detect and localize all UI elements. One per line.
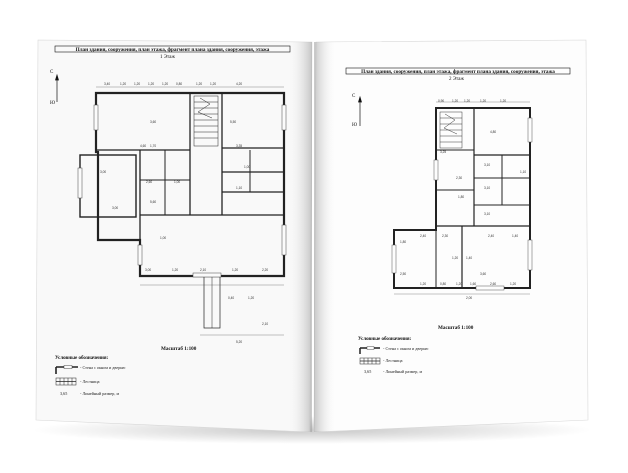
dimension-label: 2,10 xyxy=(262,322,269,326)
left-compass-arrow-icon xyxy=(55,73,59,102)
dimension-label: 2,30 xyxy=(456,176,463,180)
right-compass-south: Ю xyxy=(352,123,358,128)
floor-2-plan xyxy=(391,101,533,295)
dimension-label: 3,10 xyxy=(484,212,491,216)
left-compass-south: Ю xyxy=(50,101,56,106)
dimension-label: 1,20 xyxy=(420,282,427,286)
dimension-label: 2,40 xyxy=(488,234,495,238)
dimension-label: 0,90 xyxy=(438,99,445,103)
dimension-label: 1,20 xyxy=(510,282,517,286)
dimension-label: 1,80 xyxy=(458,195,465,199)
floor-1-plan xyxy=(77,86,287,336)
left-legend-wall-text: - Стена с окном и дверью xyxy=(80,365,126,370)
dimension-label: 3,60 xyxy=(150,120,157,124)
dimension-label: 0,80 xyxy=(176,82,183,86)
dimension-label: 4,60 xyxy=(140,144,147,148)
right-page-header: План здания, сооружения, план этажа, фра… xyxy=(361,68,555,75)
dimension-label: 1,00 xyxy=(244,165,251,169)
dimension-label: 2,00 xyxy=(466,296,473,300)
right-legend-stair-symbol xyxy=(359,357,381,365)
dimension-label: 1,20 xyxy=(452,99,459,103)
dimension-label: 3,35 xyxy=(236,144,243,148)
right-compass-arrow-icon xyxy=(358,95,362,126)
right-legend-dim-sample: 3,65 xyxy=(364,369,372,374)
left-page-header: План здания, сооружения, план этажа, фра… xyxy=(75,46,270,53)
right-page-floor-label: 2 Этаж xyxy=(449,77,464,82)
dimension-label: 5,50 xyxy=(230,120,237,124)
dimension-label: 1,20 xyxy=(162,82,169,86)
dimension-label: 1,80 xyxy=(400,240,407,244)
dimension-label: 3,25 xyxy=(440,150,447,154)
dimension-label: 2,30 xyxy=(442,234,449,238)
dimension-label: 1,20 xyxy=(210,82,217,86)
dimension-label: 3,00 xyxy=(112,206,119,210)
dimension-label: 1,10 xyxy=(520,170,527,174)
right-legend-stair-text: - Лестница xyxy=(383,358,403,363)
dimension-label: 1,20 xyxy=(452,256,459,260)
right-legend-dim-text: - Линейный размер, м xyxy=(383,369,423,374)
left-scale-label: Масштаб 1:100 xyxy=(161,346,197,352)
dimension-label: 2,20 xyxy=(262,268,269,272)
dimension-label: 1,10 xyxy=(236,186,243,190)
dimension-label: 2,60 xyxy=(490,282,497,286)
dimension-label: 0,80 xyxy=(440,282,447,286)
right-legend-wall-text: - Стена с окном и дверью xyxy=(383,346,429,351)
dimension-label: 4,20 xyxy=(236,82,243,86)
dimension-label: 1,20 xyxy=(248,296,255,300)
dimension-label: 3,40 xyxy=(104,82,111,86)
right-legend-wall-symbol xyxy=(359,346,380,354)
dimension-label: 1,20 xyxy=(196,82,203,86)
dimension-label: 3,00 xyxy=(145,268,152,272)
dimension-label: 2,40 xyxy=(420,234,427,238)
dimension-label: 5,20 xyxy=(236,340,243,344)
dimension-label: 3,10 xyxy=(484,186,491,190)
dimension-label: 1,40 xyxy=(512,234,519,238)
left-legend-dim-text: - Линейный размер, м xyxy=(80,391,120,396)
dimension-label: 1,60 xyxy=(470,282,477,286)
left-legend-stair-text: - Лестница xyxy=(80,379,100,384)
dimension-label: 1,40 xyxy=(466,256,473,260)
left-legend-dim-sample: 3,65 xyxy=(60,391,68,396)
left-legend-wall-symbol xyxy=(55,365,78,374)
dimension-label: 2,60 xyxy=(146,180,153,184)
dimension-label: 5,60 xyxy=(150,200,157,204)
dimension-label: 1,00 xyxy=(174,180,181,184)
dimension-label: 1,20 xyxy=(464,99,471,103)
dimension-label: 3,60 xyxy=(480,272,487,276)
right-compass-north: С xyxy=(352,94,356,99)
dimension-label: 2,10 xyxy=(200,268,207,272)
dimension-label: 1,20 xyxy=(480,99,487,103)
right-scale-label: Масштаб 1:100 xyxy=(438,325,474,331)
left-legend-stair-symbol xyxy=(55,377,77,386)
dimension-label: 1,20 xyxy=(172,268,179,272)
dimension-label: 4,80 xyxy=(490,130,497,134)
dimension-label: 1,20 xyxy=(134,82,141,86)
right-legend-title: Условные обозначения: xyxy=(358,337,412,342)
dimension-label: 0,40 xyxy=(228,296,235,300)
left-legend-title: Условные обозначения: xyxy=(55,356,109,361)
dimension-label: 1,20 xyxy=(456,282,463,286)
dimension-label: 1,20 xyxy=(500,99,507,103)
left-compass-north: С xyxy=(50,70,54,75)
dimension-label: 2,50 xyxy=(400,272,407,276)
dimension-label: 1,20 xyxy=(120,82,127,86)
dimension-label: 1,20 xyxy=(232,268,239,272)
left-page-floor-label: 1 Этаж xyxy=(160,55,175,60)
dimension-label: 3,10 xyxy=(484,163,491,167)
dimension-label: 1,70 xyxy=(150,144,157,148)
dimension-label: 3,00 xyxy=(100,170,107,174)
dimension-label: 1,00 xyxy=(160,236,167,240)
dimension-label: 1,20 xyxy=(148,82,155,86)
